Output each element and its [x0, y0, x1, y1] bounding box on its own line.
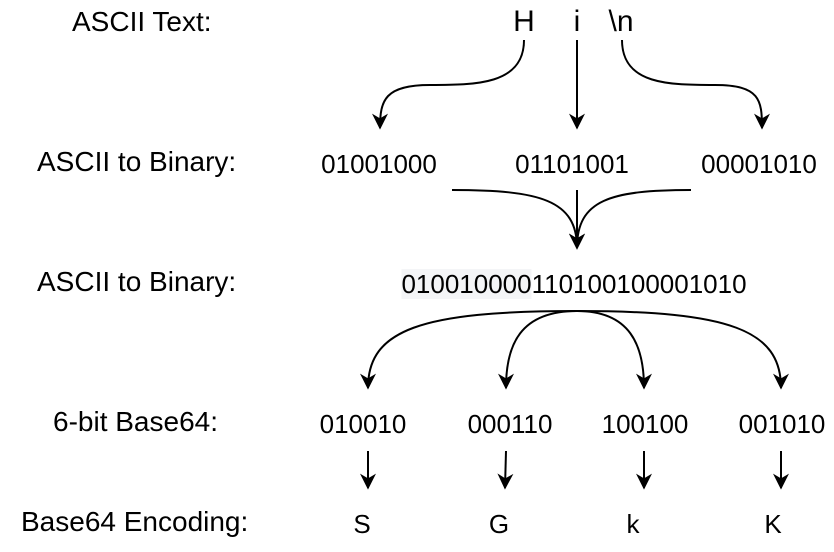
six-bit-group-3: 100100 [601, 409, 689, 439]
six-bit-group-1: 010010 [319, 409, 407, 439]
concatenated-binary-highlighted: 010010000 [401, 269, 532, 299]
row-label-ascii-to-binary: ASCII to Binary: [37, 146, 237, 177]
arrow-split-2 [498, 310, 578, 390]
arrow-split-1 [360, 310, 578, 390]
row-label-six-bit: 6-bit Base64: [53, 406, 218, 437]
row-label-ascii-text: ASCII Text: [72, 6, 212, 37]
arrow-sixbit-2-to-char [497, 450, 514, 490]
binary-value-i: 01101001 [515, 149, 629, 179]
base64-char-k-lower: k [626, 509, 640, 539]
arrow-split-3 [576, 310, 652, 390]
binary-value-newline: 00001010 [701, 149, 817, 179]
concatenated-binary: 010010000110100100001010 [401, 269, 747, 299]
ascii-char-h: H [513, 5, 535, 38]
base64-char-s: S [353, 509, 371, 539]
arrow-merge-left [451, 189, 585, 250]
arrow-newline-to-binary [621, 39, 770, 130]
concatenated-binary-rest: 110100100001010 [531, 269, 747, 299]
arrow-merge-right [569, 189, 692, 250]
six-bit-group-2: 000110 [467, 409, 553, 439]
base64-char-g: G [488, 509, 510, 539]
arrow-split-4 [576, 310, 789, 390]
arrow-h-to-binary [372, 39, 525, 130]
row-label-base64-encoding: Base64 Encoding: [21, 506, 249, 537]
ascii-char-newline: \n [608, 5, 634, 38]
row-label-concatenated-binary: ASCII to Binary: [37, 266, 237, 297]
six-bit-group-4: 001010 [738, 409, 826, 439]
ascii-char-i: i [573, 5, 581, 38]
binary-value-h: 01001000 [321, 149, 437, 179]
base64-char-k-upper: K [764, 509, 782, 539]
